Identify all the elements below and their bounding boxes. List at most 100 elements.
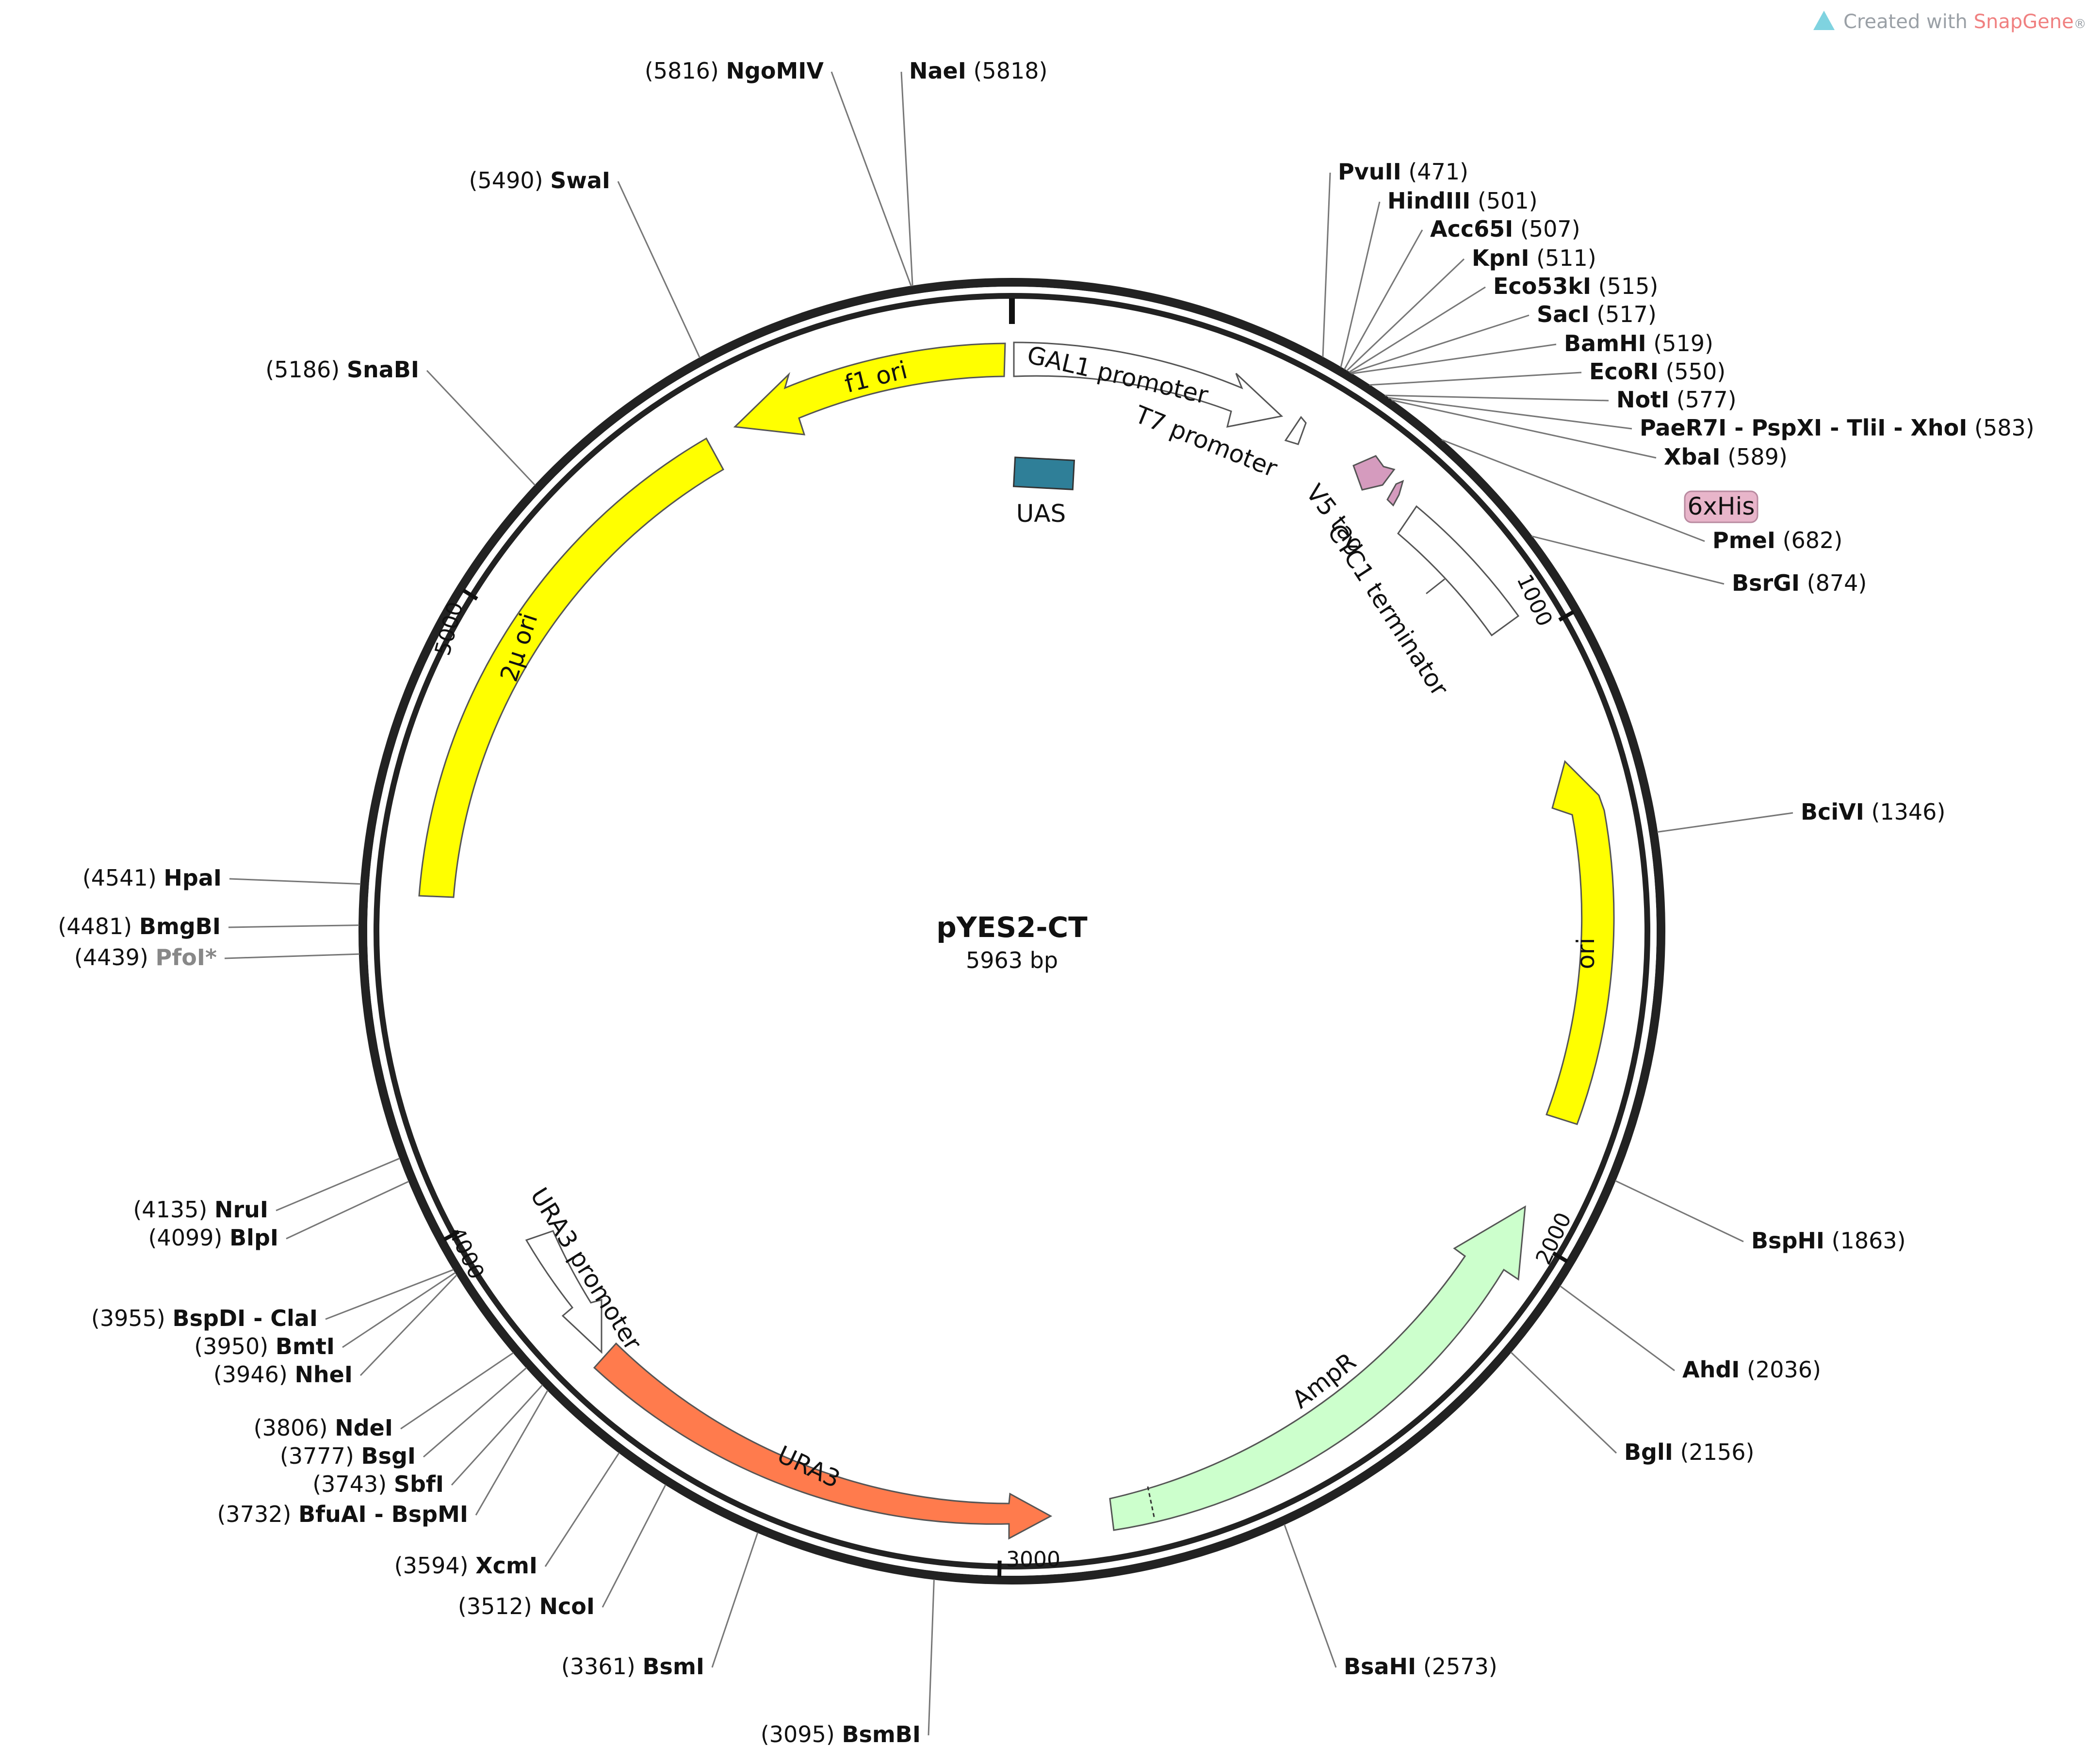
site-label[interactable]: BsrGI (874)	[1732, 570, 1867, 596]
site-name: BmtI	[276, 1333, 335, 1359]
feature-t7-promoter[interactable]	[1284, 416, 1307, 445]
site-label[interactable]: (4541) HpaI	[82, 865, 222, 891]
site-label[interactable]: BsaHI (2573)	[1344, 1653, 1498, 1680]
tick-label: 5000	[430, 599, 468, 658]
site-leader-line	[276, 1157, 400, 1212]
site-label[interactable]: (3777) BsgI	[280, 1443, 416, 1469]
site-label[interactable]: NotI (577)	[1616, 387, 1737, 413]
site-position: (5816)	[645, 58, 719, 84]
site-position: (517)	[1596, 301, 1657, 327]
site-label[interactable]: BglI (2156)	[1624, 1439, 1754, 1465]
site-label[interactable]: EcoRI (550)	[1589, 358, 1726, 385]
tick-mark	[1552, 1251, 1568, 1263]
site-label[interactable]: Acc65I (507)	[1430, 216, 1580, 242]
site-label[interactable]: (4439) PfoI*	[74, 944, 217, 970]
site-label[interactable]: (4481) BmgBI	[58, 913, 221, 939]
site-leader-line	[617, 181, 700, 358]
site-name: Eco53kI	[1493, 273, 1591, 299]
site-label[interactable]: BciVI (1346)	[1801, 799, 1945, 825]
site-position: (3732)	[217, 1501, 291, 1527]
site-leader-line	[325, 1269, 454, 1320]
site-position: (2156)	[1680, 1439, 1755, 1465]
site-label[interactable]: (3743) SbfI	[312, 1471, 444, 1497]
site-label[interactable]: (3512) NcoI	[458, 1593, 595, 1619]
feature-f1-ori[interactable]	[733, 342, 1006, 436]
site-label[interactable]: PvuII (471)	[1338, 159, 1468, 185]
site-label[interactable]: (3361) BsmI	[561, 1653, 704, 1680]
site-position: (5818)	[973, 58, 1047, 84]
site-name: SbfI	[394, 1471, 444, 1497]
feature-ori[interactable]	[1546, 760, 1615, 1125]
site-position: (874)	[1807, 570, 1867, 596]
site-label[interactable]: SacI (517)	[1537, 301, 1657, 327]
site-position: (4481)	[58, 913, 132, 939]
site-leader-line	[1340, 201, 1381, 368]
site-label[interactable]: BamHI (519)	[1564, 330, 1713, 356]
site-name: NdeI	[335, 1415, 393, 1441]
feature-ampr[interactable]	[1109, 1205, 1526, 1531]
site-name: BamHI	[1564, 330, 1646, 356]
site-label[interactable]: (4135) NruI	[133, 1196, 268, 1223]
feature-6xhis[interactable]: 6xHis	[1684, 490, 1758, 523]
feature-2mu-ori[interactable]	[418, 437, 725, 898]
site-leader-line	[342, 1272, 456, 1348]
site-position: (3946)	[213, 1361, 288, 1388]
feature-cyc1-terminator[interactable]	[1397, 505, 1520, 637]
site-name: SwaI	[550, 167, 610, 194]
tick-mark	[462, 588, 478, 601]
site-leader-line	[224, 953, 359, 959]
site-label[interactable]: BspHI (1863)	[1751, 1228, 1906, 1254]
site-name: Acc65I	[1430, 216, 1513, 242]
site-label[interactable]: NaeI (5818)	[909, 58, 1047, 84]
site-leader-line	[1322, 172, 1331, 357]
site-position: (3594)	[394, 1552, 469, 1579]
site-label[interactable]: (3950) BmtI	[194, 1333, 335, 1359]
site-label[interactable]: XbaI (589)	[1664, 444, 1788, 470]
site-label[interactable]: (4099) BlpI	[148, 1225, 278, 1251]
ampr-promoter-divider	[1147, 1486, 1156, 1520]
site-label[interactable]: PmeI (682)	[1712, 527, 1842, 553]
feature-gal1-promoter[interactable]	[1013, 341, 1284, 428]
site-label[interactable]: (3095) BsmBI	[761, 1721, 921, 1747]
feature-uas[interactable]	[1012, 456, 1075, 490]
site-leader-line	[359, 1274, 457, 1376]
site-position: (3743)	[312, 1471, 387, 1497]
site-label[interactable]: (5490) SwaI	[469, 167, 610, 194]
site-leader-line	[1510, 1352, 1617, 1454]
site-name: AhdI	[1682, 1357, 1740, 1383]
site-label[interactable]: AhdI (2036)	[1682, 1357, 1821, 1383]
site-leader-line	[1615, 1180, 1744, 1243]
site-name: BspDI - ClaI	[173, 1305, 318, 1331]
site-name: EcoRI	[1589, 358, 1659, 385]
site-position: (3955)	[91, 1305, 165, 1331]
tick-label: 3000	[1006, 1547, 1060, 1572]
site-label[interactable]: HindIII (501)	[1387, 188, 1538, 214]
site-label[interactable]: KpnI (511)	[1472, 245, 1596, 271]
site-label[interactable]: (3955) BspDI - ClaI	[91, 1305, 318, 1331]
feature-v5-tag[interactable]	[1352, 455, 1396, 491]
site-label[interactable]: (3732) BfuAI - BspMI	[217, 1501, 468, 1527]
site-leader-line	[1344, 229, 1423, 370]
site-label[interactable]: (5816) NgoMIV	[645, 58, 824, 84]
site-position: (1346)	[1871, 799, 1945, 825]
plasmid-name: pYES2-CT	[936, 911, 1088, 944]
site-label[interactable]: PaeR7I - PspXI - TliI - XhoI (583)	[1640, 415, 2035, 441]
site-position: (4135)	[133, 1196, 207, 1223]
site-label[interactable]: Eco53kI (515)	[1493, 273, 1658, 299]
site-position: (3361)	[561, 1653, 635, 1680]
site-name: BlpI	[229, 1225, 278, 1251]
site-label[interactable]: (3594) XcmI	[394, 1552, 537, 1579]
site-label[interactable]: (5186) SnaBI	[265, 356, 419, 383]
feature-label-leader	[1426, 578, 1445, 595]
feature-v5-tag-part	[1386, 480, 1404, 507]
site-label[interactable]: (3946) NheI	[213, 1361, 353, 1388]
feature-ura3[interactable]	[593, 1342, 1053, 1540]
site-leader-line	[1560, 1285, 1675, 1372]
feature-ura3-promoter[interactable]	[525, 1230, 602, 1354]
site-leader-line	[1531, 535, 1725, 585]
site-position: (3777)	[280, 1443, 354, 1469]
site-label[interactable]: (3806) NdeI	[254, 1415, 393, 1441]
site-leader-line	[423, 1367, 527, 1458]
site-leader-line	[1388, 397, 1632, 430]
